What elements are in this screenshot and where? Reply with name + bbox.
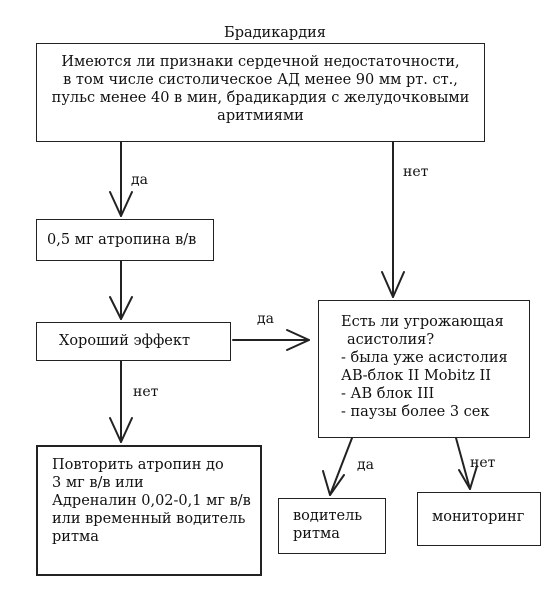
label-no-asystole: нет bbox=[403, 164, 429, 180]
repeat-line: 3 мг в/в или bbox=[52, 475, 144, 491]
monitoring-text: мониторинг bbox=[432, 509, 525, 525]
repeat-line: Повторить атропин до bbox=[52, 457, 224, 473]
arrowhead bbox=[381, 271, 405, 298]
pacemaker-line: водитель bbox=[293, 508, 363, 524]
asystole-box: Есть ли угрожающая асистолия? - была уже… bbox=[318, 300, 530, 438]
question-line: в том числе систолическое АД менее 90 мм… bbox=[63, 72, 458, 88]
label-yes-pacemaker: да bbox=[357, 457, 374, 473]
question-line: аритмиями bbox=[217, 108, 304, 124]
arrowhead bbox=[109, 191, 133, 217]
atropine-text: 0,5 мг атропина в/в bbox=[47, 232, 197, 248]
arrowhead bbox=[286, 329, 310, 351]
good-effect-box: Хороший эффект bbox=[36, 322, 231, 361]
repeat-line: Адреналин 0,02-0,1 мг в/в bbox=[52, 493, 251, 509]
arrowhead bbox=[109, 417, 133, 443]
asystole-line: Есть ли угрожающая bbox=[341, 314, 504, 330]
asystole-line: асистолия? bbox=[347, 332, 435, 348]
repeat-box: Повторить атропин до 3 мг в/в или Адрена… bbox=[36, 445, 262, 576]
label-yes-asystole: да bbox=[257, 311, 274, 327]
repeat-line: ритма bbox=[52, 529, 99, 545]
pacemaker-box: водитель ритма bbox=[278, 498, 386, 554]
arrowhead bbox=[458, 465, 478, 490]
question-line: Имеются ли признаки сердечной недостаточ… bbox=[61, 54, 460, 70]
label-yes-atropine: да bbox=[131, 172, 148, 188]
asystole-line: - АВ блок III bbox=[341, 386, 435, 402]
good-effect-text: Хороший эффект bbox=[59, 333, 190, 349]
label-no-repeat: нет bbox=[133, 384, 159, 400]
question-box: Имеются ли признаки сердечной недостаточ… bbox=[36, 43, 485, 142]
diagram-title: Брадикардия bbox=[224, 25, 326, 41]
repeat-line: или временный водитель bbox=[52, 511, 246, 527]
arrow-asystole-to-pacemaker bbox=[329, 437, 353, 496]
arrowhead bbox=[322, 470, 345, 496]
monitoring-box: мониторинг bbox=[417, 492, 541, 546]
asystole-line: - была уже асистолия bbox=[341, 350, 508, 366]
asystole-line: АВ-блок II Mobitz II bbox=[341, 368, 491, 384]
arrowhead bbox=[109, 296, 133, 320]
question-line: пульс менее 40 в мин, брадикардия с желу… bbox=[51, 90, 470, 106]
pacemaker-line: ритма bbox=[293, 526, 340, 542]
arrow-asystole-to-monitoring bbox=[455, 437, 471, 490]
atropine-box: 0,5 мг атропина в/в bbox=[36, 219, 214, 261]
asystole-line: - паузы более 3 сек bbox=[341, 404, 490, 420]
